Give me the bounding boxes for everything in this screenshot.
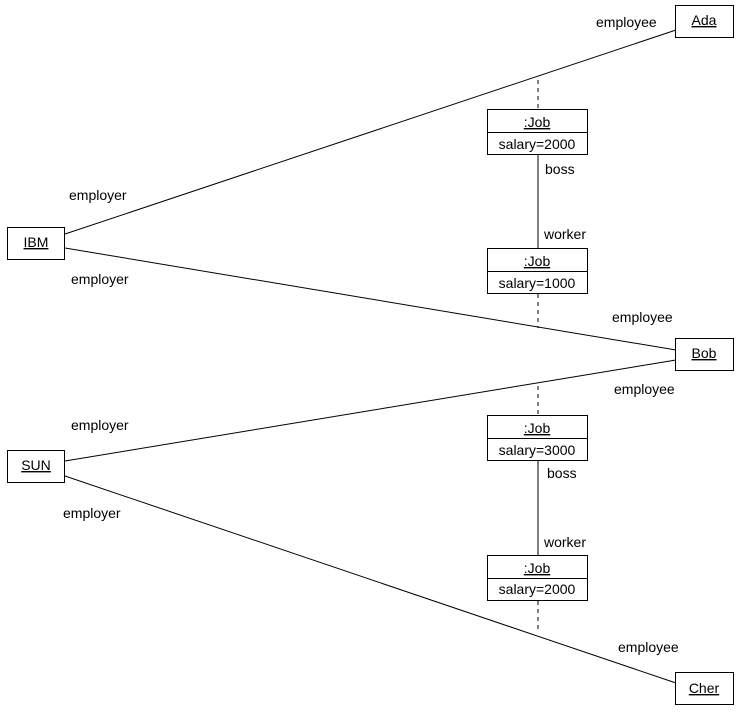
object-sun[interactable]: SUN — [7, 450, 65, 483]
role-label-employee: employee — [618, 639, 679, 655]
link-sun-bob — [64, 359, 677, 462]
link-ibm-bob — [64, 247, 677, 351]
object-ada[interactable]: Ada — [675, 5, 734, 38]
job-object-4-name: :Job — [524, 560, 551, 576]
job-object-1-salary: salary=2000 — [499, 136, 576, 152]
link-ibm-ada — [64, 29, 677, 235]
job-object-3-name: :Job — [524, 420, 551, 436]
role-label-employer: employer — [63, 505, 121, 521]
job-object-4-salary: salary=2000 — [499, 581, 576, 597]
object-bob-label: Bob — [692, 345, 717, 361]
job-object-4[interactable]: :Job salary=2000 — [487, 555, 588, 601]
object-cher-label: Cher — [689, 680, 720, 696]
role-label-worker: worker — [543, 534, 586, 550]
object-cher[interactable]: Cher — [675, 672, 734, 705]
object-sun-label: SUN — [21, 457, 51, 473]
job-object-3-salary: salary=3000 — [499, 442, 576, 458]
role-label-employer: employer — [71, 271, 129, 287]
role-label-employer: employer — [69, 187, 127, 203]
job-object-2-salary: salary=1000 — [499, 275, 576, 291]
object-bob[interactable]: Bob — [675, 338, 734, 371]
job-object-3[interactable]: :Job salary=3000 — [487, 415, 588, 461]
job-object-1[interactable]: :Job salary=2000 — [487, 109, 588, 155]
job-object-2[interactable]: :Job salary=1000 — [487, 248, 588, 294]
role-label-employee: employee — [612, 309, 673, 325]
object-ada-label: Ada — [692, 12, 717, 28]
link-sun-cher — [64, 475, 677, 684]
role-label-worker: worker — [543, 226, 586, 242]
object-ibm-label: IBM — [24, 234, 49, 250]
role-label-employer: employer — [71, 417, 129, 433]
role-label-employee: employee — [614, 381, 675, 397]
role-label-boss: boss — [547, 465, 577, 481]
job-object-1-name: :Job — [524, 114, 551, 130]
job-object-2-name: :Job — [524, 253, 551, 269]
role-label-employee: employee — [596, 14, 657, 30]
role-label-boss: boss — [545, 161, 575, 177]
object-ibm[interactable]: IBM — [7, 227, 65, 260]
